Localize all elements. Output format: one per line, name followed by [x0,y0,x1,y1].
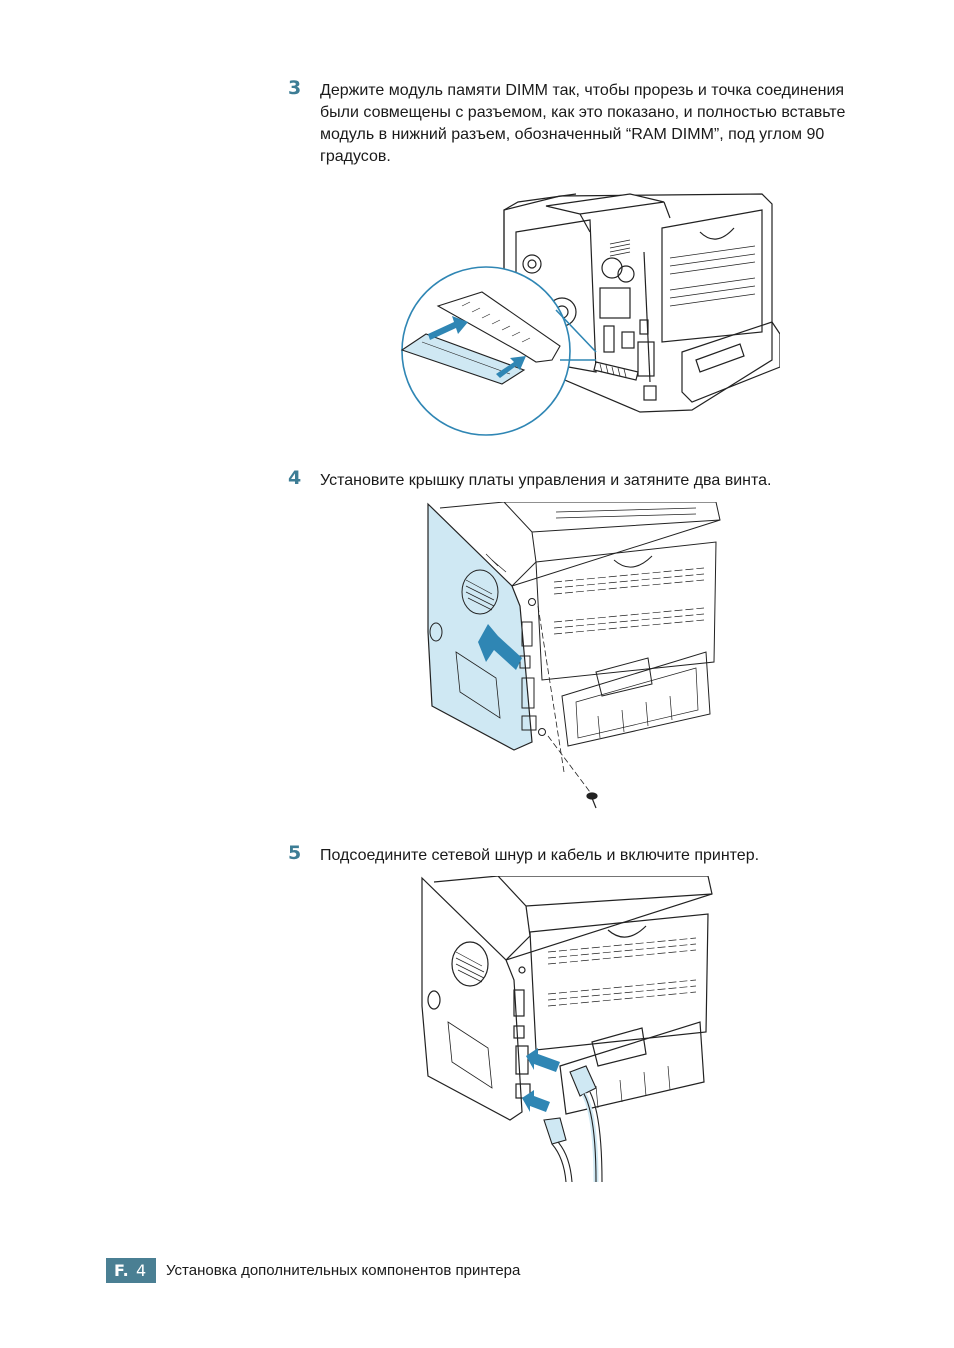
page-number: 4 [136,1261,147,1280]
footer-title: Установка дополнительных компонентов при… [166,1262,521,1279]
step-number: 3 [288,77,302,99]
figure-connect-cables [420,876,716,1182]
figure-install-cover [426,502,722,810]
step-text: Установите крышку платы управления и зат… [320,472,772,489]
page-badge: F. 4 [106,1258,156,1283]
section-letter: F. [114,1261,129,1280]
step-text: Держите модуль памяти DIMM так, чтобы пр… [320,82,846,165]
step-number: 5 [288,842,302,864]
printer-cover-illustration [427,502,721,809]
printer-cables-illustration [421,876,713,1182]
step-text: Подсоедините сетевой шнур и кабель и вкл… [320,847,760,864]
printer-dimm-illustration [400,193,780,436]
figure-install-dimm [400,192,780,437]
step-number: 4 [288,467,302,489]
